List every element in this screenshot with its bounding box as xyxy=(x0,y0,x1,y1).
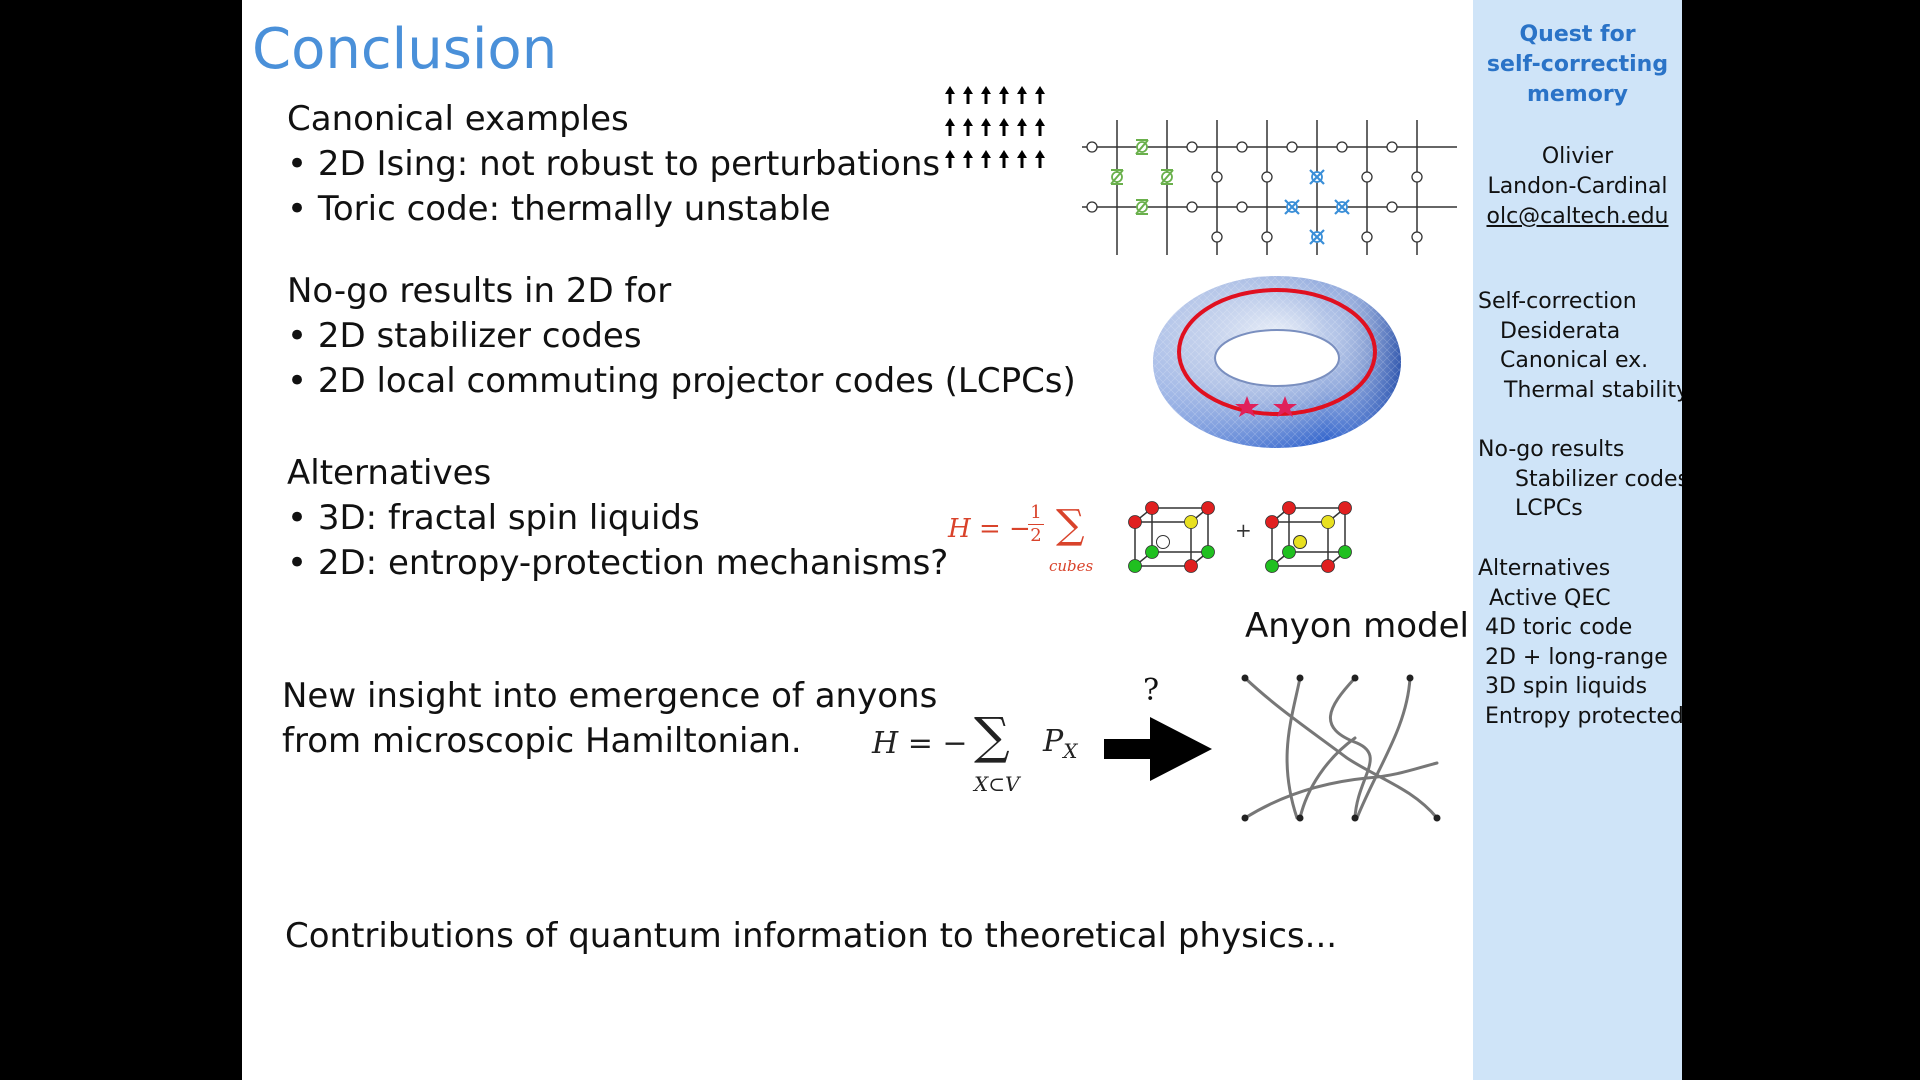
projector-subscript: X xyxy=(1063,739,1078,763)
author-last-name: Landon-Cardinal xyxy=(1487,174,1668,199)
toc-item-active-qec[interactable]: Active QEC xyxy=(1489,585,1611,611)
arrow-up-icon xyxy=(1033,84,1047,106)
author-first-name: Olivier xyxy=(1541,144,1614,169)
bullet-fractal: • 3D: fractal spin liquids xyxy=(287,498,700,538)
insight-block: New insight into emergence of anyons fro… xyxy=(282,674,937,764)
cubes-formula-fraction: 1 2 xyxy=(1028,502,1044,547)
cubes-formula-lhs: H = − xyxy=(948,514,1031,544)
sidebar-title-line-3: memory xyxy=(1526,82,1629,107)
bullet-entropy: • 2D: entropy-protection mechanisms? xyxy=(287,543,949,583)
arrow-up-icon xyxy=(1033,148,1047,170)
toc-section-nogo: No-go results Stabilizer codes LCPCs xyxy=(1478,435,1682,524)
star-icon xyxy=(1235,396,1259,417)
question-mark: ? xyxy=(1143,673,1160,708)
sidebar-title: Quest for self-correcting memory xyxy=(1473,20,1682,110)
contributions-text: Contributions of quantum information to … xyxy=(285,916,1338,956)
slide-title: Conclusion xyxy=(252,17,558,82)
toc-item-canonical[interactable]: Canonical ex. xyxy=(1500,348,1649,373)
anyon-formula-lhs: H = − xyxy=(872,726,968,761)
anyon-model-label: Anyon model xyxy=(1245,606,1469,646)
arrow-up-icon xyxy=(997,116,1011,138)
cubes-sum-symbol: ∑ xyxy=(1056,502,1085,548)
anyon-sum-symbol: ∑ xyxy=(974,707,1010,765)
bullet-ising: • 2D Ising: not robust to perturbations xyxy=(287,144,941,184)
arrow-right-icon xyxy=(1104,717,1212,781)
anyon-braid-figure xyxy=(1241,674,1441,822)
arrow-up-icon xyxy=(1015,84,1029,106)
canonical-examples-block: Canonical examples • 2D Ising: not robus… xyxy=(287,97,940,232)
toc-item-lcpcs[interactable]: LCPCs xyxy=(1515,496,1583,521)
sidebar-title-line-2: self-correcting xyxy=(1486,52,1669,77)
bullet-lcpc: • 2D local commuting projector codes (LC… xyxy=(287,361,1076,401)
toc-item-self-correction[interactable]: Self-correction xyxy=(1478,289,1637,314)
toc-item-alternatives[interactable]: Alternatives xyxy=(1478,556,1611,581)
arrow-up-icon xyxy=(979,84,993,106)
canonical-heading: Canonical examples xyxy=(287,99,629,139)
anyon-formula-term: PX xyxy=(1043,724,1077,763)
arrow-up-icon xyxy=(961,116,975,138)
toc-section-self-correction: Self-correction Desiderata Canonical ex.… xyxy=(1478,287,1682,405)
fraction-numerator: 1 xyxy=(1030,502,1042,523)
arrow-up-icon xyxy=(1033,116,1047,138)
anyon-sum-subscript: X⊂V xyxy=(974,772,1020,796)
ising-spins-figure xyxy=(943,84,1047,170)
arrow-up-icon xyxy=(979,116,993,138)
toc-item-4d-toric[interactable]: 4D toric code xyxy=(1485,615,1633,640)
cube-plaquettes xyxy=(1128,501,1352,573)
cubes-sum-subscript: cubes xyxy=(1049,557,1094,575)
arrow-up-icon xyxy=(961,148,975,170)
nogo-block: No-go results in 2D for • 2D stabilizer … xyxy=(287,269,1076,404)
torus-figure xyxy=(1153,276,1401,448)
arrow-up-icon xyxy=(961,84,975,106)
arrow-up-icon xyxy=(997,84,1011,106)
projector-symbol: P xyxy=(1043,724,1064,759)
loop-path xyxy=(1177,288,1377,416)
sidebar-title-line-1: Quest for xyxy=(1519,22,1636,47)
alternatives-block: Alternatives • 3D: fractal spin liquids … xyxy=(287,451,948,586)
torus-hole xyxy=(1214,329,1340,387)
arrow-up-icon xyxy=(943,148,957,170)
toc-item-thermal-stability[interactable]: Thermal stability xyxy=(1504,377,1682,403)
toc-item-2d-long-range[interactable]: 2D + long-range xyxy=(1485,644,1668,670)
arrow-up-icon xyxy=(1015,148,1029,170)
arrow-up-icon xyxy=(997,148,1011,170)
author-email-link[interactable]: olc@caltech.edu xyxy=(1486,204,1669,229)
nogo-heading: No-go results in 2D for xyxy=(287,271,672,311)
toc-item-3d-spin-liquids[interactable]: 3D spin liquids xyxy=(1485,674,1648,699)
toc-item-nogo[interactable]: No-go results xyxy=(1478,437,1625,462)
bullet-toric: • Toric code: thermally unstable xyxy=(287,189,831,229)
arrow-up-icon xyxy=(943,116,957,138)
sidebar: Quest for self-correcting memory Olivier… xyxy=(1473,0,1682,1080)
sidebar-author: Olivier Landon-Cardinal olc@caltech.edu xyxy=(1473,142,1682,232)
bullet-stabilizer: • 2D stabilizer codes xyxy=(287,316,642,356)
toc-section-alternatives: Alternatives Active QEC 4D toric code 2D… xyxy=(1478,554,1682,731)
arrow-up-icon xyxy=(943,84,957,106)
toric-code-lattice xyxy=(1082,120,1457,255)
slide: Conclusion Canonical examples • 2D Ising… xyxy=(242,0,1473,1080)
alternatives-heading: Alternatives xyxy=(287,453,492,493)
toc-item-stabilizer[interactable]: Stabilizer codes xyxy=(1515,466,1682,492)
insight-line-2: from microscopic Hamiltonian. xyxy=(282,721,802,761)
cubes-formula: H = − xyxy=(948,514,1031,544)
toc-item-entropy-protected[interactable]: Entropy protected xyxy=(1485,703,1682,729)
fraction-denominator: 2 xyxy=(1028,524,1044,547)
star-icon xyxy=(1273,396,1297,417)
arrow-up-icon xyxy=(979,148,993,170)
toc-item-desiderata[interactable]: Desiderata xyxy=(1500,318,1621,344)
insight-line-1: New insight into emergence of anyons xyxy=(282,676,938,716)
arrow-up-icon xyxy=(1015,116,1029,138)
cubes-plus: + xyxy=(1235,518,1252,542)
